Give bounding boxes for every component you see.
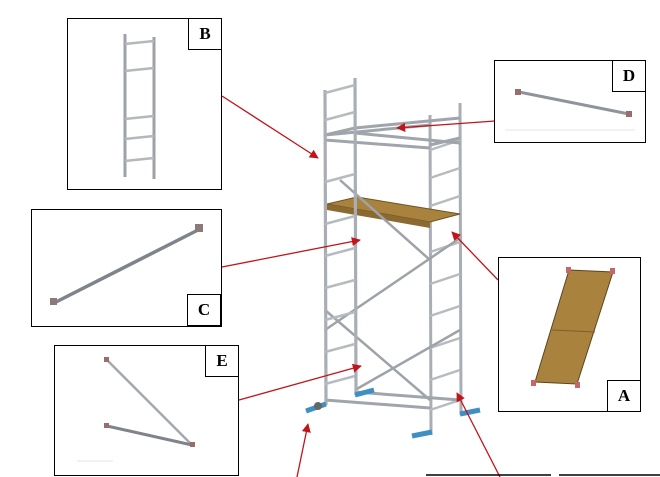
panel-c: C <box>31 209 222 327</box>
label-b: B <box>188 18 222 50</box>
arrow-wheel <box>456 392 501 477</box>
platform-icon <box>531 267 615 388</box>
arrow-e <box>238 363 362 401</box>
label-e: E <box>205 345 239 377</box>
front-frame-rungs <box>324 83 356 386</box>
panel-d: D <box>494 60 646 143</box>
guard-rail-icon <box>505 89 635 131</box>
panel-b: B <box>67 18 222 190</box>
stabiliser-feet <box>305 387 481 439</box>
arrow-foot <box>296 423 311 477</box>
castor-wheel <box>314 402 322 410</box>
label-a: A <box>607 380 641 412</box>
guard-rails <box>324 116 461 150</box>
diagonal-brace-icon <box>50 224 203 305</box>
ladder-frame-icon <box>123 34 156 179</box>
arrow-c <box>221 237 361 268</box>
back-frame <box>428 102 463 436</box>
label-d: D <box>612 60 646 92</box>
callout-arrows <box>221 95 501 477</box>
base-bars <box>324 390 461 410</box>
platform-deck <box>326 196 461 228</box>
arrow-d <box>396 120 496 132</box>
panel-e: E <box>54 345 239 476</box>
arrow-a <box>451 231 499 281</box>
panel-a: A <box>498 257 641 412</box>
brace-set-icon <box>77 357 195 462</box>
arrow-b <box>221 95 319 159</box>
label-c: C <box>187 294 221 326</box>
back-frame-rungs <box>429 138 461 412</box>
